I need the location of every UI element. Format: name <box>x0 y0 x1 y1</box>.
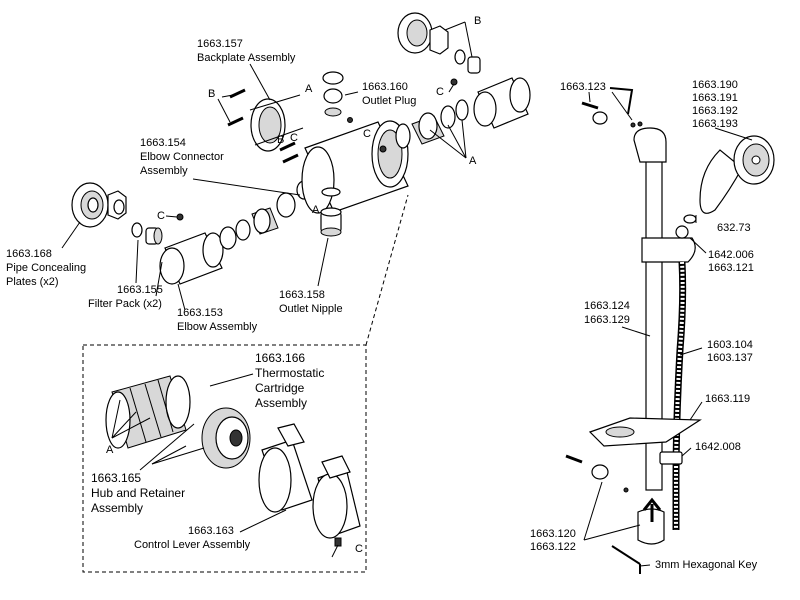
elbow-connector-right <box>395 99 469 149</box>
backplate-assembly <box>249 94 304 152</box>
label-pipe-plates-line2: Plates (x2) <box>6 276 59 288</box>
cartridge-detail-box <box>82 194 409 573</box>
pipe-concealing-plate-left <box>71 182 109 228</box>
label-bracket-top-num: 1663.123 <box>560 81 606 93</box>
elbow-assembly-right <box>473 77 531 129</box>
hose <box>672 261 687 530</box>
label-hose-num-2: 1603.137 <box>707 352 753 364</box>
elbow-assembly-left <box>159 232 224 285</box>
letter-c-lever: C <box>355 543 363 555</box>
label-backplate-num: 1663.157 <box>197 38 243 50</box>
filter-left <box>131 222 163 245</box>
valve-body <box>301 120 409 214</box>
label-washer-num: 632.73 <box>717 222 751 234</box>
thermostatic-cartridge <box>105 375 191 449</box>
label-elbow-conn-num: 1663.154 <box>140 137 186 149</box>
label-outlet-nipple-num: 1663.158 <box>279 289 325 301</box>
label-lever-name: Control Lever Assembly <box>134 539 251 551</box>
label-outlet-plug-name: Outlet Plug <box>362 95 416 107</box>
leader-lines-right <box>583 91 753 567</box>
leader-lines <box>61 21 473 558</box>
outlet-nipple <box>320 187 342 237</box>
grub-screw-c-left: C <box>157 210 184 222</box>
label-cartridge-num: 1663.166 <box>255 351 305 365</box>
label-slider-num-2: 1663.121 <box>708 262 754 274</box>
label-hub-line1: Hub and Retainer <box>91 486 185 500</box>
hub-retainer <box>201 407 251 469</box>
label-handset-num-3: 1663.192 <box>692 105 738 117</box>
top-bracket-parts <box>581 87 636 128</box>
letter-c-right: C <box>436 86 444 98</box>
label-hose-ret-num: 1642.008 <box>695 441 741 453</box>
letter-a-cartridge: A <box>106 444 114 456</box>
label-handset-num-4: 1663.193 <box>692 118 738 130</box>
letter-c-screws: C <box>290 132 298 144</box>
label-bracket-bot-num-1: 1663.120 <box>530 528 576 540</box>
label-cartridge-line2: Cartridge <box>255 381 305 395</box>
label-cartridge-line1: Thermostatic <box>255 366 324 380</box>
label-cartridge-line3: Assembly <box>255 396 307 410</box>
label-pipe-plates-line1: Pipe Concealing <box>6 262 86 274</box>
label-pipe-plates-num: 1663.168 <box>6 248 52 260</box>
slider <box>641 225 696 263</box>
label-handset-num-1: 1663.190 <box>692 79 738 91</box>
backplate-screws <box>227 88 299 164</box>
letter-a-plug: A <box>305 83 313 95</box>
label-elbow-conn-line2: Assembly <box>140 165 188 177</box>
label-bracket-bot-num-2: 1663.122 <box>530 541 576 553</box>
label-slider-num-1: 1642.006 <box>708 249 754 261</box>
hose-retainer <box>659 451 683 465</box>
letter-a-nipple: A <box>312 204 320 216</box>
label-hex-key: 3mm Hexagonal Key <box>655 559 758 571</box>
label-lever-num: 1663.163 <box>188 525 234 537</box>
grub-screw-c-lever <box>334 537 342 547</box>
nut-left <box>107 190 127 220</box>
letter-b-right: B <box>474 15 481 27</box>
label-hub-num: 1663.165 <box>91 471 141 485</box>
letter-b-screws: B <box>277 134 284 146</box>
label-filter-num: 1663.155 <box>117 284 163 296</box>
control-lever <box>258 423 361 539</box>
bottom-bracket-parts <box>565 454 665 574</box>
letter-c: C <box>157 210 165 222</box>
elbow-connector-parts <box>219 180 312 250</box>
label-backplate-name: Backplate Assembly <box>197 52 296 64</box>
outlet-plug <box>322 71 353 123</box>
letter-b-backplate: B <box>208 88 215 100</box>
soap-dish <box>588 417 702 447</box>
label-outlet-nipple-name: Outlet Nipple <box>279 303 343 315</box>
label-hub-line2: Assembly <box>91 501 143 515</box>
pipe-concealing-plate-right <box>397 12 481 86</box>
label-outlet-plug-num: 1663.160 <box>362 81 408 93</box>
label-rail-num-2: 1663.129 <box>584 314 630 326</box>
label-filter-name: Filter Pack (x2) <box>88 298 162 310</box>
letter-c-body: C <box>363 128 371 140</box>
label-handset-num-2: 1663.191 <box>692 92 738 104</box>
label-elbow-conn-line1: Elbow Connector <box>140 151 224 163</box>
label-elbow-asm-num: 1663.153 <box>177 307 223 319</box>
label-rail-num-1: 1663.124 <box>584 300 630 312</box>
label-soapdish-num: 1663.119 <box>705 393 750 405</box>
label-elbow-asm-name: Elbow Assembly <box>177 321 258 333</box>
letter-a-right: A <box>469 155 477 167</box>
label-hose-num-1: 1603.104 <box>707 339 753 351</box>
handset <box>683 135 775 224</box>
